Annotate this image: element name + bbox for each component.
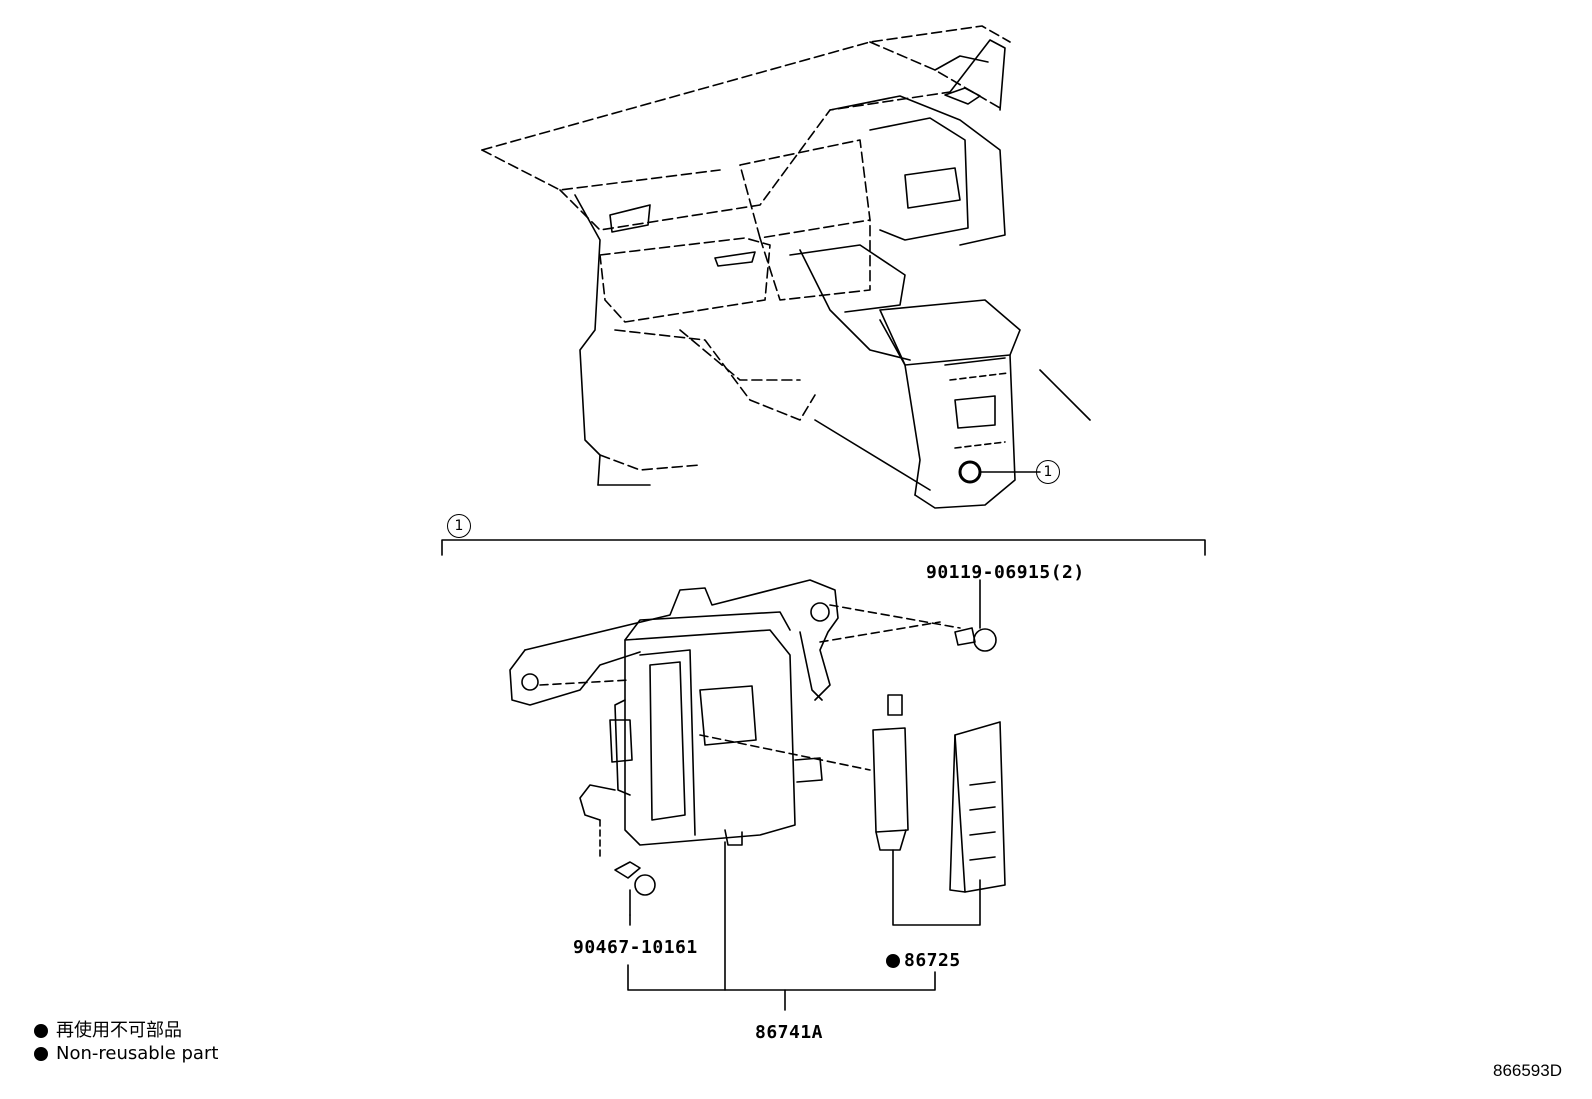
part-number-sensor: 86725 [886, 950, 961, 971]
part-number-bolt-bottom: 90467-10161 [573, 937, 698, 958]
sensor-illustration [872, 694, 1006, 926]
leader-lines [627, 841, 936, 1011]
non-reusable-mark-icon [886, 954, 900, 968]
dashboard-illustration [481, 25, 1091, 509]
part-number-bolt-top: 90119-06915(2) [926, 562, 1085, 583]
bolt-top-illustration [954, 579, 997, 652]
legend-en: Non-reusable part [34, 1043, 218, 1064]
bolt-bottom-illustration [614, 861, 656, 916]
group-bracket-line [441, 539, 1206, 556]
legend-jp: 再使用不可部品 [34, 1016, 182, 1042]
callout-1-overview: 1 [1036, 460, 1060, 484]
illustration-code: 866593D [1492, 1061, 1562, 1080]
legend-bullet-icon [34, 1047, 48, 1061]
legend-bullet-icon [34, 1024, 48, 1038]
callout-1-group: 1 [447, 514, 471, 538]
control-module-illustration [509, 579, 961, 859]
part-number-assembly: 86741A [755, 1022, 824, 1043]
